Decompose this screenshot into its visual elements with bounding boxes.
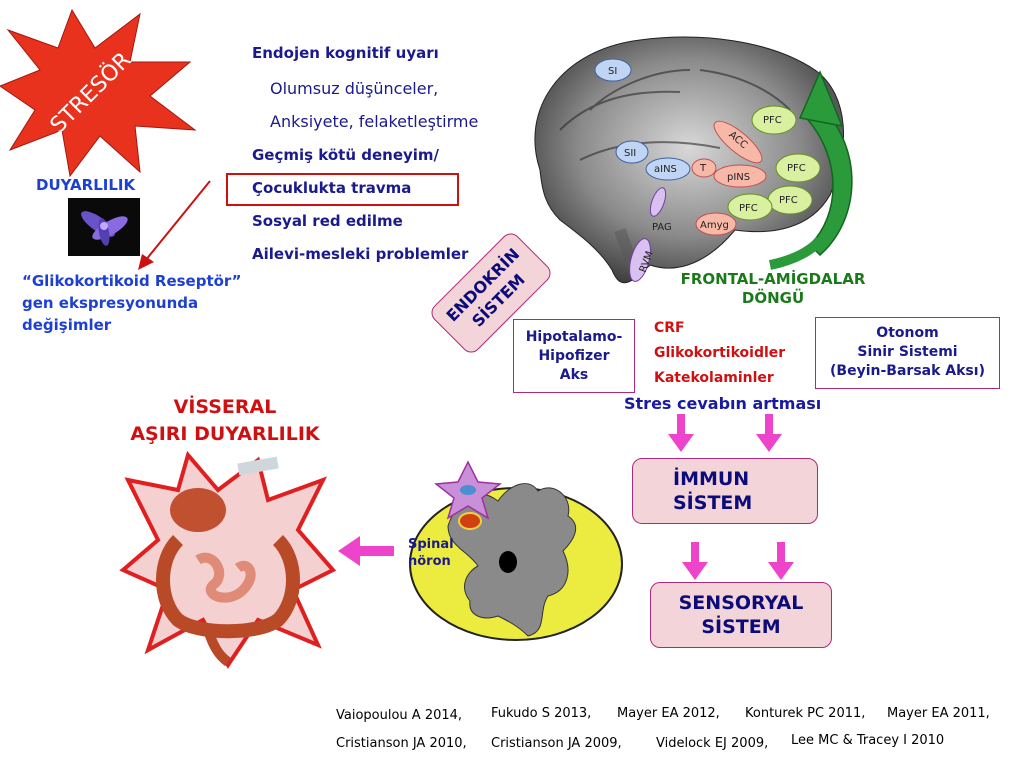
label-amyg: Amyg	[700, 220, 729, 231]
spinal-line-2: nöron	[408, 554, 451, 569]
autonomic-line-1: Otonom	[876, 325, 939, 341]
immune-line-1: İMMUN	[673, 468, 750, 490]
glucocorticoid-line-1: “Glikokortikoid Reseptör”	[22, 272, 242, 290]
label-pfc-1: PFC	[763, 115, 782, 126]
stressor-burst-shape	[0, 8, 197, 178]
sensory-line-1: SENSORYAL	[678, 592, 804, 614]
reference-4: Konturek PC 2011,	[745, 706, 866, 721]
hpa-line-2: Hipofizer	[538, 348, 610, 364]
autonomic-system-box: Otonom Sinir Sistemi (Beyin-Barsak Aksı)	[815, 317, 1000, 389]
label-sii: SII	[624, 148, 636, 159]
spinal-neuron	[409, 460, 623, 641]
frontal-loop-line-2: DÖNGÜ	[741, 289, 805, 307]
reference-7: Cristianson JA 2009,	[491, 736, 622, 751]
factor-childhood-trauma: Çocuklukta travma	[252, 179, 412, 197]
frontal-loop-label: FRONTAL-AMİGDALAR DÖNGÜ	[672, 270, 874, 308]
label-pfc-2: PFC	[787, 163, 806, 174]
visceral-line-1: VİSSERAL	[173, 396, 277, 418]
factor-past-experience: Geçmiş kötü deneyim/	[252, 146, 440, 164]
factor-endogenous: Endojen kognitif uyarı	[252, 44, 439, 62]
brain-diagram: SI SII aINS T pINS ACC PFC PFC PFC PFC A…	[534, 36, 853, 283]
sensory-system-box: SENSORYAL SİSTEM	[650, 582, 832, 648]
arrow-to-immune-right	[756, 414, 782, 452]
factor-anxiety: Anksiyete, felaketleştirme	[270, 112, 479, 131]
spinal-label: Spinal nöron	[408, 536, 454, 570]
reference-3: Mayer EA 2012,	[617, 706, 720, 721]
factor-social-rejection: Sosyal red edilme	[252, 212, 403, 230]
autonomic-line-2: Sinir Sistemi	[857, 344, 958, 360]
reference-2: Fukudo S 2013,	[491, 706, 592, 721]
hormone-glucocorticoids: Glikokortikoidler	[654, 345, 786, 361]
label-pins: pINS	[727, 172, 750, 183]
reference-5: Mayer EA 2011,	[887, 706, 990, 721]
label-pfc-4: PFC	[739, 203, 758, 214]
label-pfc-3: PFC	[779, 195, 798, 206]
hormone-catecholamines: Katekolaminler	[654, 370, 774, 386]
sensitivity-label: DUYARLILIK	[36, 176, 136, 194]
autonomic-line-3: (Beyin-Barsak Aksı)	[830, 363, 985, 379]
immune-system-box: İMMUN SİSTEM	[632, 458, 818, 524]
hpa-line-1: Hipotalamo-	[525, 329, 623, 345]
glucocorticoid-line-3: değişimler	[22, 316, 112, 334]
chromosome-image	[68, 198, 140, 256]
stress-response-label: Stres cevabın artması	[624, 394, 822, 413]
hpa-axis-box: Hipotalamo- Hipofizer Aks	[513, 319, 635, 393]
travma-arrow	[138, 180, 211, 270]
factor-family-work: Ailevi-mesleki problemler	[252, 245, 469, 263]
reference-9: Lee MC & Tracey I 2010	[791, 733, 945, 748]
glucocorticoid-text: “Glikokortikoid Reseptör” gen ekspresyon…	[22, 270, 241, 336]
reference-6: Cristianson JA 2010,	[336, 736, 467, 751]
label-ains: aINS	[654, 164, 677, 175]
arrow-to-sensory-left	[682, 542, 708, 580]
immune-line-2: SİSTEM	[673, 492, 753, 514]
stressor-burst: STRESÖR	[0, 8, 197, 178]
arrow-to-sensory-right	[768, 542, 794, 580]
glucocorticoid-line-2: gen ekspresyonunda	[22, 294, 199, 312]
factor-negative-thoughts: Olumsuz düşünceler,	[270, 79, 439, 98]
spinal-line-1: Spinal	[408, 537, 454, 552]
label-si: SI	[608, 66, 617, 77]
reference-8: Videlock EJ 2009,	[656, 736, 769, 751]
hormones-list: CRF Glikokortikoidler Katekolaminler	[654, 316, 785, 391]
frontal-loop-line-1: FRONTAL-AMİGDALAR	[680, 270, 866, 288]
travma-highlight-box	[226, 173, 459, 206]
visceral-heading: VİSSERAL AŞIRI DUYARLILIK	[80, 394, 370, 448]
hpa-line-3: Aks	[559, 367, 589, 383]
gut-illustration	[119, 450, 337, 669]
arrow-to-immune-left	[668, 414, 694, 452]
label-t: T	[699, 163, 707, 174]
hormone-crf: CRF	[654, 320, 685, 336]
arrow-to-gut	[338, 536, 394, 566]
label-pag: PAG	[652, 222, 672, 233]
sensory-line-2: SİSTEM	[701, 616, 781, 638]
visceral-line-2: AŞIRI DUYARLILIK	[130, 423, 320, 445]
reference-1: Vaiopoulou A 2014,	[336, 708, 463, 723]
